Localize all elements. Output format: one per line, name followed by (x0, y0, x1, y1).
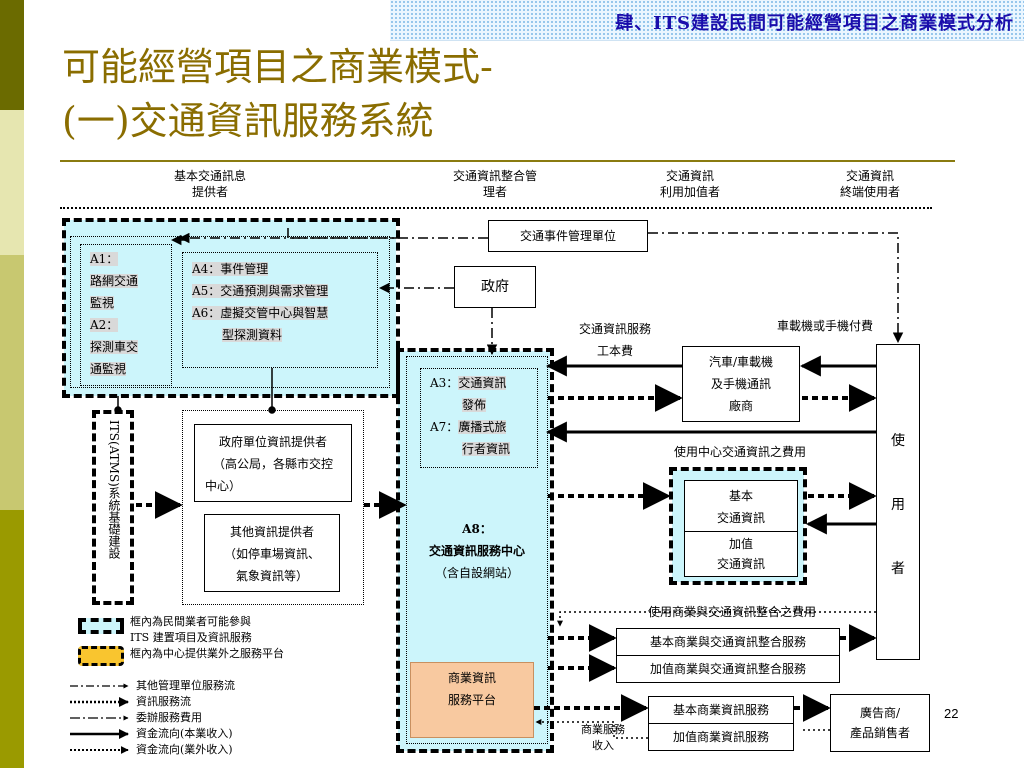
its-inner-dotted (70, 236, 390, 388)
commerce-platform: 商業資訊 服務平台 (410, 662, 534, 738)
legend-line-labels: 其他管理單位服務流 資訊服務流 委辦服務費用 資金流向(本業收入) 資金流向(業… (136, 679, 235, 756)
sidebar-medium (0, 255, 24, 510)
other-info-provider: 其他資訊提供者 （如停車場資訊、 氣象資訊等） (204, 514, 340, 592)
integrate-fee-label: 使用商業與交通資訊整合之費用 (647, 605, 816, 619)
its-vertical-label: ITS(ATMS)系統基礎建設 (107, 420, 121, 559)
a3-group (420, 368, 538, 468)
sidebar-dark-top (0, 0, 24, 110)
basic-traffic-info: 基本交通資訊 (684, 480, 798, 532)
sidebar-light (0, 110, 24, 255)
private-scope-right-frame (396, 348, 554, 753)
basic-commerce-service: 基本商業資訊服務 (648, 696, 794, 724)
center-fee-label: 使用中心交通資訊之費用 (673, 445, 806, 459)
flow-event-to-user (648, 232, 904, 344)
onboard-fee-label: 車載機或手機付費 (776, 319, 873, 333)
page-title-line2: (一)交通資訊服務系統 (62, 99, 434, 143)
page-title-line1: 可能經營項目之商業模式- (62, 45, 493, 89)
page-number: 22 (944, 706, 959, 721)
a3-a7-items: A3：交通資訊 發佈 A7：廣播式旅 行者資訊 (430, 376, 511, 456)
a8-info-center: A8： 交通資訊服務中心 （含自設網站） (428, 522, 525, 580)
legend-swatch-private (78, 618, 124, 634)
column-separator (60, 207, 932, 209)
header-banner (390, 0, 1024, 41)
value-info-frame (669, 467, 807, 585)
a4-group (182, 252, 378, 368)
a4-a6-items: A4：事件管理 A5：交通預測與需求管理 A6：虛擬交管中心與智慧 型探測資料 (192, 262, 329, 342)
advertiser-box: 廣告商/產品銷售者 (830, 694, 930, 752)
its-frame (92, 410, 134, 605)
value-integrated-service: 加值商業與交通資訊整合服務 (616, 655, 840, 683)
a1-group (80, 244, 172, 386)
legend-swatch-center (78, 646, 124, 666)
sidebar-dark-bottom (0, 510, 24, 768)
private-scope-top-frame (62, 218, 400, 398)
col-end-user: 交通資訊終端使用者 (839, 169, 900, 199)
gov-info-provider: 政府單位資訊提供者 （高公局，各縣市交控 中心） (194, 424, 352, 502)
col-value-adder: 交通資訊利用加值者 (659, 169, 720, 199)
col-basic-provider: 基本交通訊息提供者 (173, 169, 246, 199)
government-box: 政府 (454, 266, 536, 308)
header-title: 肆、ITS建設民間可能經營項目之商業模式分析 (615, 13, 1014, 34)
col-integrator: 交通資訊整合管理者 (452, 169, 537, 199)
a1-a2-items: A1： 路網交通 監視 A2： 探測車交 通監視 (90, 252, 139, 376)
center-dotted (406, 356, 548, 744)
service-fee-label: 交通資訊服務工本費 (578, 322, 651, 358)
event-management-unit: 交通事件管理單位 (488, 220, 648, 252)
value-traffic-info: 加值交通資訊 (684, 531, 798, 577)
legend-box-labels: 框內為民間業者可能參與 ITS 建置項目及資訊服務 框內為中心提供業外之服務平台 (130, 615, 284, 660)
flow-event-to-its (287, 228, 488, 239)
title-divider (60, 160, 955, 162)
value-commerce-service: 加值商業資訊服務 (648, 723, 794, 751)
